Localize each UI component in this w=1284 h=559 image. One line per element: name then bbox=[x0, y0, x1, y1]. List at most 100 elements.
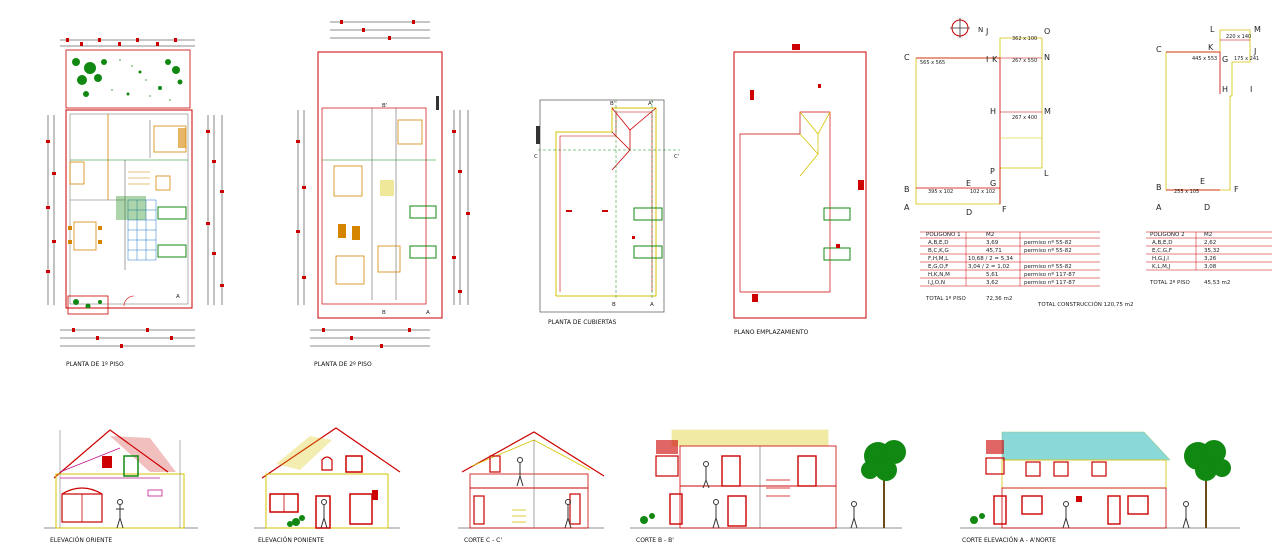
elevation-east: ELEVACIÓN ORIENTE bbox=[44, 429, 198, 544]
site-title: PLANO EMPLAZAMIENTO bbox=[734, 329, 809, 336]
elev-oriente-title: ELEVACIÓN ORIENTE bbox=[50, 537, 112, 544]
table1-r2-c3: permiso nº 55-82 bbox=[1024, 247, 1072, 254]
table2-r4-c2: 3,08 bbox=[1204, 264, 1217, 270]
poly1-point-a: A bbox=[904, 203, 910, 212]
polygon-2-diagram: L M C K J G H I B E F A D 220 x 140 445 … bbox=[1156, 25, 1261, 212]
table2-total-label: TOTAL 2º PISO bbox=[1149, 279, 1190, 286]
north-label: N bbox=[978, 26, 983, 34]
table1-r4-c3: permiso nº 55-82 bbox=[1024, 263, 1072, 270]
table2-r2-c1: E,C,G,F bbox=[1152, 248, 1172, 254]
site-plan: PLANO EMPLAZAMIENTO bbox=[733, 44, 867, 336]
table2-header-2: M2 bbox=[1204, 232, 1212, 238]
plan-first-floor: A PLANTA DE 1º PISO bbox=[46, 38, 224, 368]
poly2-point-i: I bbox=[1250, 85, 1252, 94]
total-construction: TOTAL CONSTRUCCIÓN 120,75 m2 bbox=[1037, 301, 1134, 308]
poly1-point-i: I bbox=[986, 55, 988, 64]
polygon-1-diagram: N C B A D E F G P L H M I K N J O 565 x … bbox=[904, 18, 1051, 217]
poly1-point-g: G bbox=[990, 179, 996, 188]
area-table-1: POLIGONO 1 M2 A,B,E,D 3,69 permiso nº 55… bbox=[920, 231, 1100, 302]
table2-header-1: POLIGONO 2 bbox=[1150, 232, 1185, 238]
roof-plan: B' A' C C' B A PLANTA DE CUBIERTAS bbox=[534, 99, 680, 326]
table1-r4-c1: E,G,O,F bbox=[928, 264, 948, 270]
plan-second-floor: B' B A PLANTA DE 2º PISO bbox=[296, 20, 470, 368]
table2-r2-c2: 35,32 bbox=[1204, 248, 1220, 254]
table1-r3-c1: F,H,M,L bbox=[928, 256, 949, 262]
area-table-2: POLIGONO 2 M2 A,B,E,D 2,62 E,C,G,F 35,32… bbox=[1146, 231, 1272, 286]
poly1-point-e: E bbox=[966, 179, 971, 188]
roof-mark-c: C bbox=[534, 154, 538, 160]
poly1-point-b: B bbox=[904, 185, 910, 194]
table1-r6-c3: permiso nº 117-87 bbox=[1024, 279, 1076, 286]
table1-r1-c2: 3,69 bbox=[986, 240, 999, 246]
poly2-point-h: H bbox=[1222, 85, 1228, 94]
poly2-point-e: E bbox=[1200, 177, 1205, 186]
tree-icon bbox=[861, 440, 906, 528]
table1-header-2: M2 bbox=[986, 232, 994, 238]
plan1-title: PLANTA DE 1º PISO bbox=[66, 361, 124, 368]
table2-r3-c1: H,G,J,I bbox=[1152, 256, 1169, 262]
poly1-point-n: N bbox=[1044, 53, 1050, 62]
table1-r1-c3: permiso nº 55-82 bbox=[1024, 239, 1072, 246]
poly2-dim-3: 175 x 241 bbox=[1234, 56, 1259, 62]
poly2-point-l: L bbox=[1210, 25, 1215, 34]
poly1-point-h: H bbox=[990, 107, 996, 116]
person-figure bbox=[116, 499, 124, 529]
poly1-dim-6: 102 x 102 bbox=[970, 189, 995, 195]
roof-mark-b: B bbox=[612, 302, 616, 308]
table1-total-value: 72,36 m2 bbox=[986, 296, 1012, 302]
table1-r5-c1: H,K,N,M bbox=[928, 272, 950, 278]
roof-mark-b2: B' bbox=[610, 101, 615, 107]
roof-mark-a2: A' bbox=[648, 101, 653, 107]
section-a-a: CORTE ELEVACIÓN A - A'NORTE bbox=[960, 431, 1240, 544]
poly1-point-m: M bbox=[1044, 107, 1051, 116]
table1-r1-c1: A,B,E,D bbox=[928, 240, 949, 246]
poly2-point-k: K bbox=[1208, 43, 1214, 52]
table1-r2-c2: 45,71 bbox=[986, 248, 1002, 254]
poly2-point-j: J bbox=[1253, 47, 1256, 56]
plan2-title: PLANTA DE 2º PISO bbox=[314, 361, 372, 368]
corte-cc-title: CORTE C - C' bbox=[464, 537, 502, 544]
poly1-dim-3: 267 x 550 bbox=[1012, 58, 1037, 64]
table1-r6-c2: 3,62 bbox=[986, 280, 998, 286]
poly2-dim-4: 255 x 105 bbox=[1174, 189, 1199, 195]
table1-r3-c2: 10,68 / 2 = 5,34 bbox=[968, 256, 1013, 262]
poly2-dim-1: 220 x 140 bbox=[1226, 34, 1251, 40]
roof-mark-a: A bbox=[650, 302, 654, 308]
poly1-point-l: L bbox=[1044, 169, 1049, 178]
table1-r5-c2: 5,61 bbox=[986, 272, 998, 278]
plan2-mark-a: A bbox=[426, 310, 430, 316]
poly1-dim-1: 565 x 565 bbox=[920, 60, 945, 66]
table1-r2-c1: B,C,K,G bbox=[928, 248, 949, 254]
elev-poniente-title: ELEVACIÓN PONIENTE bbox=[258, 537, 324, 544]
plan2-mark-b2: B' bbox=[382, 103, 387, 109]
poly2-point-g: G bbox=[1222, 55, 1228, 64]
section-c-c: CORTE C - C' bbox=[458, 431, 605, 544]
table1-r6-c1: I,J,O,N bbox=[928, 280, 945, 286]
poly1-point-k: K bbox=[992, 55, 998, 64]
plan1-mark-a: A bbox=[176, 294, 180, 300]
poly2-point-m: M bbox=[1254, 25, 1261, 34]
poly2-point-f: F bbox=[1234, 185, 1239, 194]
table2-total-value: 45,53 m2 bbox=[1204, 280, 1230, 286]
poly1-point-f: F bbox=[1002, 205, 1007, 214]
table1-header-1: POLIGONO 1 bbox=[926, 232, 961, 238]
poly2-point-d: D bbox=[1204, 203, 1210, 212]
corte-aa-title: CORTE ELEVACIÓN A - A'NORTE bbox=[962, 537, 1056, 544]
poly1-dim-2: 362 x 100 bbox=[1012, 36, 1037, 42]
poly1-point-o: O bbox=[1044, 27, 1050, 36]
table2-r3-c2: 3,26 bbox=[1204, 256, 1217, 262]
table1-r4-c2: 3,04 / 2 = 1,02 bbox=[968, 264, 1009, 270]
poly1-point-c: C bbox=[904, 53, 910, 62]
table1-r5-c3: permiso nº 117-87 bbox=[1024, 271, 1076, 278]
table2-r1-c1: A,B,E,D bbox=[1152, 240, 1173, 246]
roof-mark-c2: C' bbox=[674, 154, 679, 160]
poly1-point-p: P bbox=[990, 167, 995, 176]
poly1-point-j: J bbox=[985, 27, 988, 36]
poly2-point-c: C bbox=[1156, 45, 1162, 54]
poly1-dim-4: 267 x 400 bbox=[1012, 115, 1037, 121]
poly1-dim-5: 395 x 102 bbox=[928, 189, 953, 195]
table2-r4-c1: K,L,M,J bbox=[1152, 264, 1171, 270]
section-b-b: CORTE B - B' bbox=[630, 429, 906, 544]
poly2-point-a: A bbox=[1156, 203, 1162, 212]
